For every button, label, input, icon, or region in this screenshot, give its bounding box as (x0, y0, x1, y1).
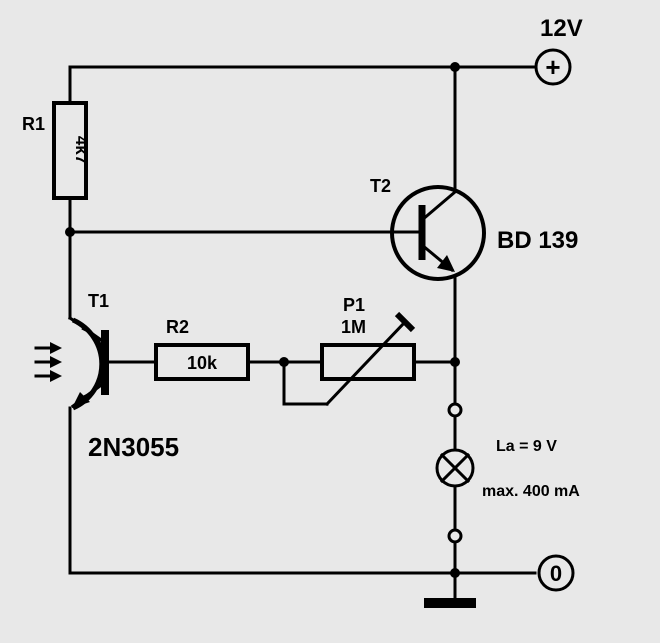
t1-collector-lead (67, 315, 107, 345)
resistor-r2-body (154, 343, 250, 381)
lamp-cross-b (439, 452, 471, 484)
r1-value: 4k7 (72, 136, 91, 164)
p1-wiper-line (324, 319, 408, 407)
potentiometer-p1: P1 1M (320, 295, 416, 407)
lamp-line2: max. 400 mA (482, 483, 580, 500)
r2-value: 10k (187, 353, 218, 373)
plus-symbol: + (545, 52, 560, 82)
t1-name: T1 (88, 291, 109, 311)
wires (68, 65, 537, 602)
ground-symbol: 0 (550, 561, 562, 586)
resistor-r2: 10k R2 (154, 317, 250, 381)
r2-name: R2 (166, 317, 189, 337)
lamp-terminal-bottom (447, 528, 463, 544)
resistor-r1: R1 4k7 (22, 101, 91, 200)
junction-dot (65, 227, 75, 237)
light-arrows-icon (34, 342, 62, 382)
t2-collector-lead (419, 189, 458, 223)
junction-dot (450, 357, 460, 367)
supply-terminal: + 12V (534, 15, 583, 86)
junction-dot (450, 568, 460, 578)
zero-terminal-icon (537, 554, 575, 592)
t2-part: BD 139 (497, 227, 578, 254)
resistor-r1-body (52, 101, 88, 200)
junction-dot (450, 62, 460, 72)
r1-name: R1 (22, 114, 45, 134)
wire-p1-wiper-loop (282, 360, 329, 406)
lamp-la: La = 9 V max. 400 mA (435, 402, 580, 544)
junction-dot (279, 357, 289, 367)
p1-value: 1M (341, 317, 366, 337)
lamp-line1: La = 9 V (496, 438, 557, 455)
lamp-terminal-top (447, 402, 463, 418)
t1-part: 2N3055 (88, 432, 179, 462)
p1-name: P1 (343, 295, 365, 315)
ground-terminal: 0 (424, 554, 575, 608)
t2-envelope (390, 185, 486, 281)
supply-label: 12V (540, 15, 583, 42)
phototransistor-t1: T1 2N3055 (34, 291, 179, 462)
t1-emitter-arrow-icon (72, 392, 90, 408)
transistor-t2: T2 BD 139 (370, 176, 578, 281)
t2-name: T2 (370, 176, 391, 196)
t2-emitter-arrow-icon (437, 255, 455, 272)
ground-bar-icon (424, 598, 476, 608)
junctions (65, 62, 460, 578)
plus-terminal-icon (534, 48, 572, 86)
p1-adjust-icon (394, 311, 416, 333)
